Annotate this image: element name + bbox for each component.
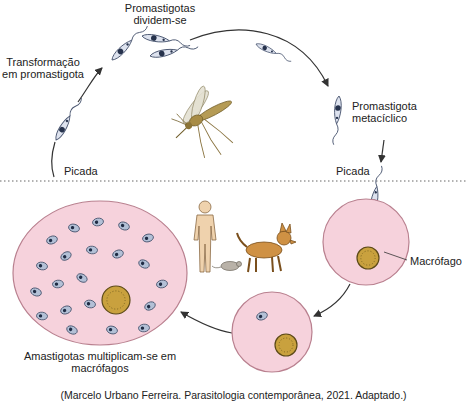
stage-label: Transformação em promastigota (0, 56, 86, 80)
cell-outline (12, 200, 188, 346)
figure-caption: (Marcelo Urbano Ferreira. Parasitologia … (4, 389, 463, 401)
metacyclic-promastigote (332, 96, 343, 145)
dog-host (237, 223, 296, 272)
macrophage-amastigotes: Amastigotas multiplicam-se em macrófagos (12, 200, 188, 346)
cell-label: Macrófago (410, 255, 462, 267)
cycle-arrow (190, 30, 328, 86)
promastigote (141, 33, 190, 48)
stage-label: Picada (336, 165, 370, 177)
cell-outline (322, 198, 410, 286)
stage-label: Picada (64, 165, 98, 177)
cycle-arrow (314, 284, 350, 316)
stage-label: Promastigota metacíclico (352, 100, 434, 124)
promastigote (110, 23, 149, 62)
cycle-arrow (52, 142, 55, 177)
infected-macrophage (232, 292, 312, 372)
cell-label: Amastigotas multiplicam-se em macrófagos (20, 350, 180, 374)
promastigote (53, 96, 83, 142)
macrophage-cell: Macrófago (322, 198, 410, 286)
cycle-arrow (181, 312, 232, 333)
bite-arrow (381, 140, 384, 162)
sandfly (159, 75, 251, 169)
promastigote (255, 42, 293, 63)
stage-label: Promastigotas dividem-se (112, 2, 208, 26)
human-host (194, 201, 216, 272)
rodent-host (212, 262, 242, 271)
host-divider (0, 181, 467, 182)
promastigote (149, 43, 198, 59)
